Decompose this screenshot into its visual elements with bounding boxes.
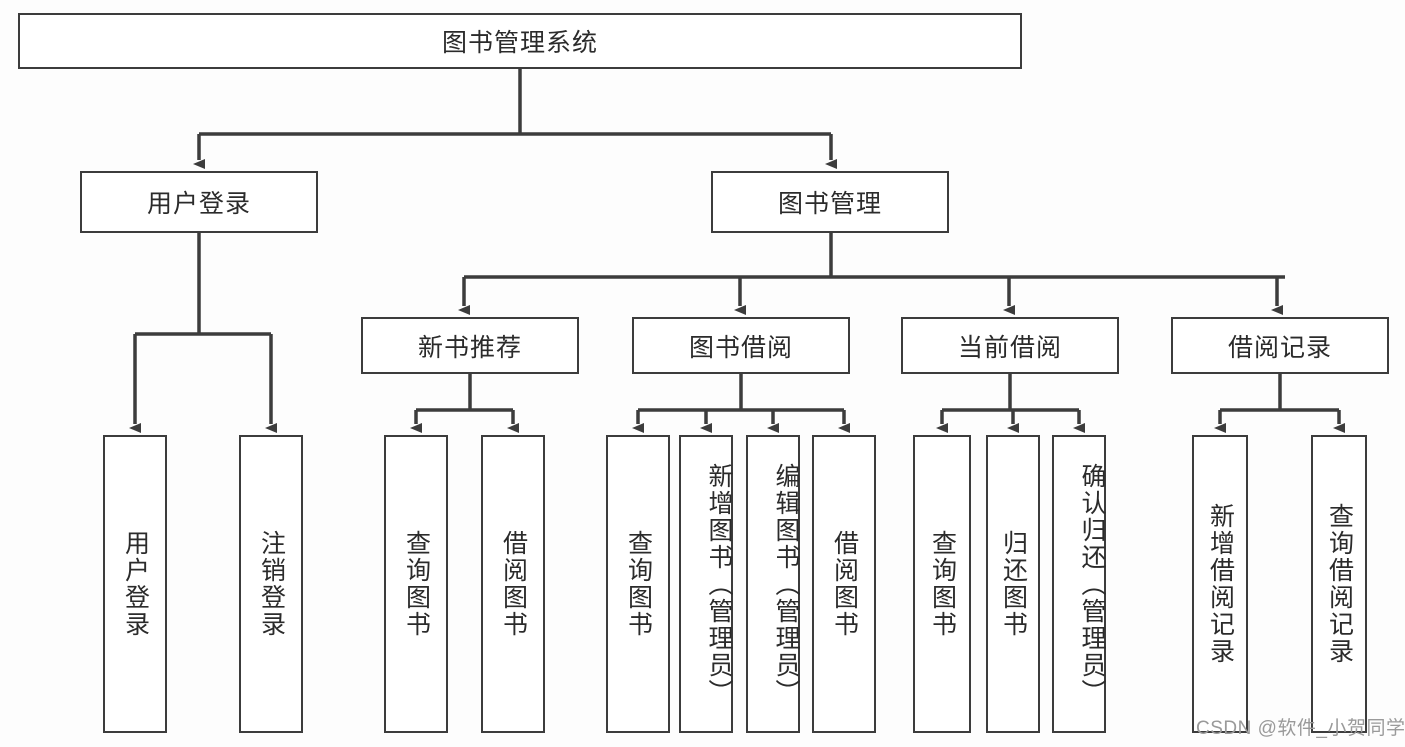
- leaf-logout[interactable]: 注销登录: [239, 435, 303, 733]
- leaf-lend-book-label: 借阅图书: [830, 530, 859, 638]
- leaf-query-borrow-record[interactable]: 查询借阅记录: [1311, 435, 1367, 733]
- leaf-add-borrow-record[interactable]: 新增借阅记录: [1192, 435, 1248, 733]
- leaf-edit-book-admin[interactable]: 编辑图书（管理员）: [746, 435, 800, 733]
- leaf-add-book-admin[interactable]: 新增图书（管理员）: [679, 435, 733, 733]
- node-book-borrow-label: 图书借阅: [688, 333, 793, 362]
- leaf-add-borrow-record-label: 新增借阅记录: [1206, 503, 1235, 665]
- node-borrow-record-label: 借阅记录: [1227, 333, 1332, 362]
- leaf-query-book-current[interactable]: 查询图书: [913, 435, 971, 733]
- node-user-login[interactable]: 用户登录: [80, 171, 318, 233]
- leaf-user-login[interactable]: 用户登录: [103, 435, 167, 733]
- leaf-query-book-current-label: 查询图书: [928, 530, 957, 638]
- leaf-user-login-label: 用户登录: [121, 530, 150, 638]
- leaf-edit-book-admin-label: 编辑图书（管理员）: [772, 462, 800, 706]
- leaf-query-borrow-record-label: 查询借阅记录: [1325, 503, 1354, 665]
- node-current-borrow[interactable]: 当前借阅: [901, 317, 1119, 374]
- leaf-add-book-admin-label: 新增图书（管理员）: [705, 462, 733, 706]
- leaf-query-book-borrow-label: 查询图书: [624, 530, 653, 638]
- leaf-return-book-label: 归还图书: [999, 530, 1028, 638]
- leaf-borrow-book-recommend[interactable]: 借阅图书: [481, 435, 545, 733]
- leaf-logout-label: 注销登录: [257, 530, 286, 638]
- node-book-management[interactable]: 图书管理: [711, 171, 949, 233]
- node-user-login-label: 用户登录: [146, 190, 251, 218]
- leaf-confirm-return-admin[interactable]: 确认归还（管理员）: [1052, 435, 1106, 733]
- leaf-borrow-book-recommend-label: 借阅图书: [499, 530, 528, 638]
- node-root-label: 图书管理系统: [441, 29, 598, 57]
- leaf-return-book[interactable]: 归还图书: [986, 435, 1040, 733]
- node-book-borrow[interactable]: 图书借阅: [632, 317, 850, 374]
- leaf-lend-book[interactable]: 借阅图书: [812, 435, 876, 733]
- node-root[interactable]: 图书管理系统: [18, 13, 1022, 69]
- leaf-query-book-recommend[interactable]: 查询图书: [384, 435, 448, 733]
- node-new-book-recommend[interactable]: 新书推荐: [361, 317, 579, 374]
- leaf-confirm-return-admin-label: 确认归还（管理员）: [1078, 462, 1106, 706]
- node-new-book-recommend-label: 新书推荐: [417, 333, 522, 362]
- leaf-query-book-borrow[interactable]: 查询图书: [606, 435, 670, 733]
- node-borrow-record[interactable]: 借阅记录: [1171, 317, 1389, 374]
- node-book-management-label: 图书管理: [777, 190, 882, 218]
- leaf-query-book-recommend-label: 查询图书: [402, 530, 431, 638]
- node-current-borrow-label: 当前借阅: [957, 333, 1062, 362]
- watermark: CSDN @软件_小贺同学: [1196, 718, 1405, 739]
